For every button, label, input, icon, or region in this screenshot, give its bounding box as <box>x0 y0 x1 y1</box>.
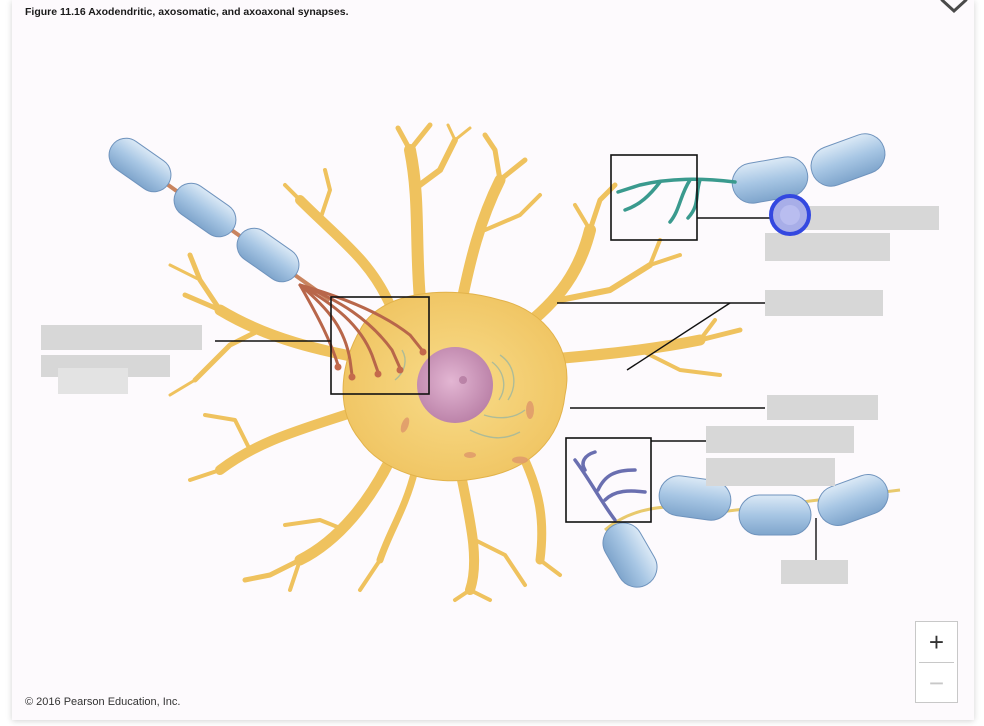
label-slot-5[interactable] <box>765 233 890 261</box>
label-slot-3[interactable] <box>58 368 128 394</box>
nucleus <box>417 347 493 423</box>
callout-boxes <box>330 154 698 523</box>
close-icon <box>940 0 968 14</box>
axon-upper-right <box>616 133 886 224</box>
label-slot-4[interactable] <box>796 206 939 230</box>
copyright: © 2016 Pearson Education, Inc. <box>25 696 181 708</box>
label-slot-8[interactable] <box>706 426 854 453</box>
plus-icon: + <box>928 626 945 657</box>
label-slot-1[interactable] <box>41 325 202 350</box>
zoom-out-button[interactable]: − <box>916 663 957 703</box>
axon-upper-left <box>108 137 427 381</box>
label-slot-7[interactable] <box>767 395 878 420</box>
close-button[interactable] <box>928 0 982 22</box>
leader-lines <box>215 217 817 560</box>
zoom-divider <box>919 662 954 663</box>
label-slot-6[interactable] <box>765 290 883 316</box>
nucleolus <box>459 376 467 384</box>
figure-title: Figure 11.16 Axodendritic, axosomatic, a… <box>25 6 349 18</box>
mitochondria <box>400 401 534 464</box>
selected-hotspot[interactable] <box>769 194 811 236</box>
label-slot-9[interactable] <box>706 458 835 486</box>
zoom-in-button[interactable]: + <box>916 622 957 662</box>
axon-lower-right <box>573 450 901 588</box>
label-slot-10[interactable] <box>781 560 848 584</box>
organelles <box>394 349 526 439</box>
minus-icon: − <box>928 667 945 698</box>
zoom-control: + − <box>915 621 958 703</box>
